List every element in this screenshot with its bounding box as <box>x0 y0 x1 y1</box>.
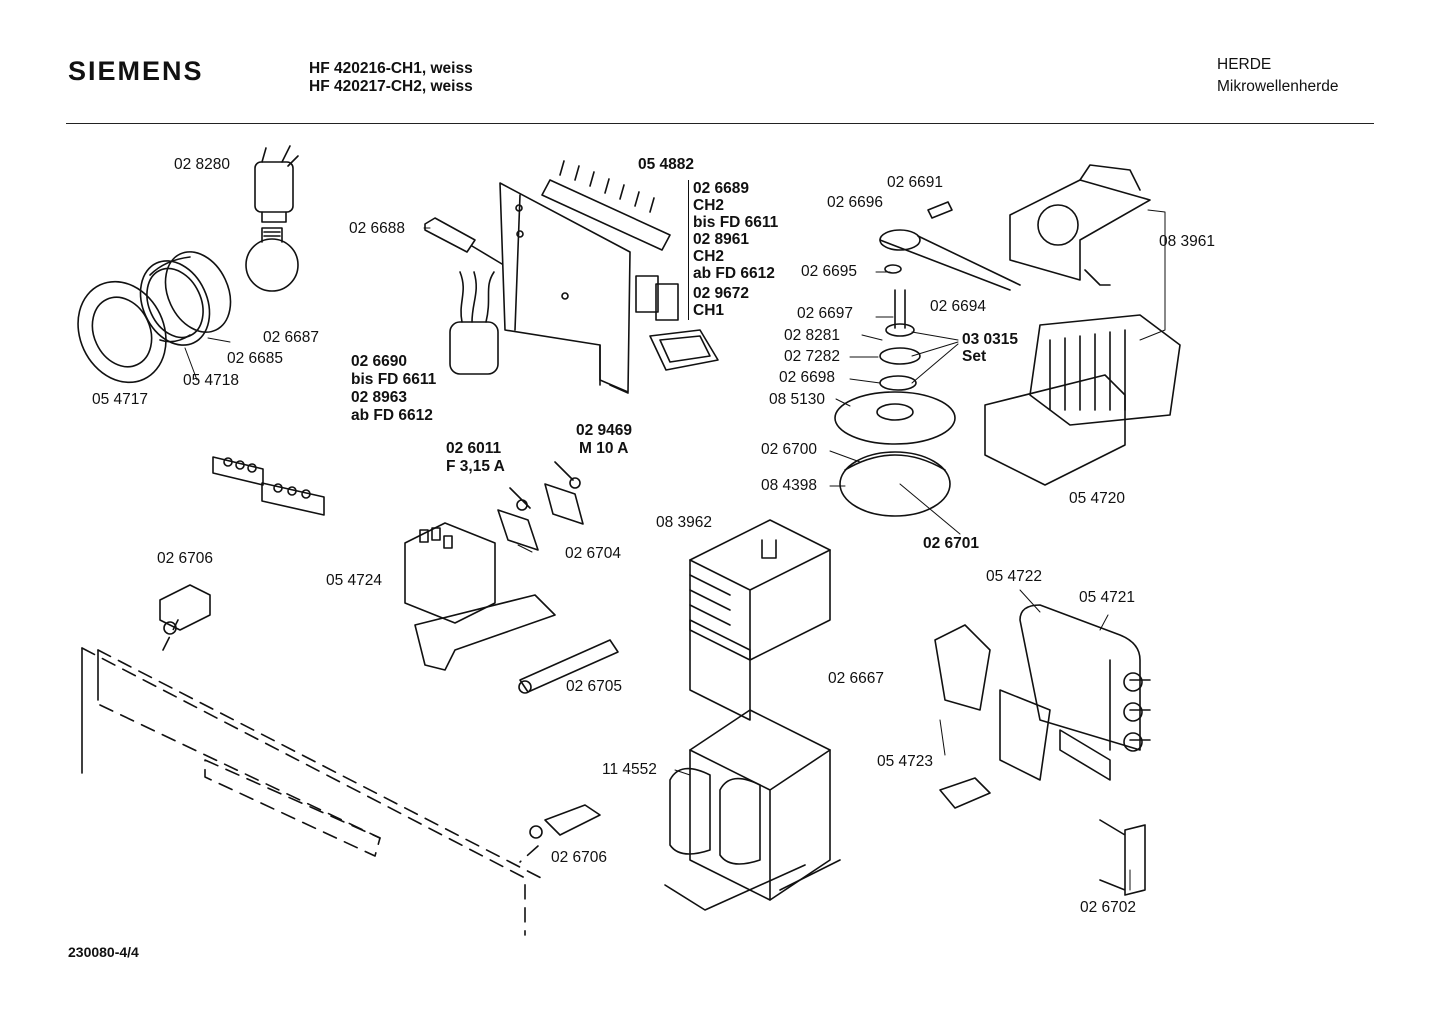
control-bracket-drawing <box>499 182 631 394</box>
variant-label: ab FD 6612 <box>351 407 433 424</box>
resistor-drawing <box>518 639 619 694</box>
part-label: 02 8961 <box>693 231 750 248</box>
lamp-lens-drawing <box>77 251 232 384</box>
drawing-code: 230080-4/4 <box>68 944 139 960</box>
part-label: 08 4398 <box>761 477 818 494</box>
hv-capacitor-drawing <box>999 604 1151 781</box>
part-label: 11 4552 <box>602 761 657 778</box>
part-label: 02 8280 <box>174 156 231 173</box>
part-label: 02 6704 <box>565 545 622 562</box>
part-label: 02 6687 <box>263 329 320 346</box>
part-label: 02 6688 <box>349 220 406 237</box>
fuse-holder-drawing <box>497 461 584 551</box>
suppressor-drawing <box>424 217 503 265</box>
part-label: 08 3962 <box>656 514 713 531</box>
variant-label: M 10 A <box>579 440 629 457</box>
part-label: 05 4720 <box>1069 490 1126 507</box>
variant-label: CH1 <box>693 302 725 319</box>
part-label: 05 4717 <box>92 391 149 408</box>
terminal-strip-drawing <box>212 456 325 516</box>
part-label: 02 6696 <box>827 194 884 211</box>
part-label: 02 6698 <box>779 369 836 386</box>
switch-assembly-drawing <box>404 522 556 671</box>
variant-label: F 3,15 A <box>446 458 505 475</box>
part-label: 08 5130 <box>769 391 826 408</box>
relay-drawing <box>635 275 719 371</box>
bracket-line <box>688 180 689 320</box>
part-label: 02 6685 <box>227 350 284 367</box>
part-label: 02 6706 <box>157 550 214 567</box>
variant-label: bis FD 6611 <box>351 371 437 388</box>
terminal-block-drawing <box>541 160 671 251</box>
model-line-1: HF 420216-CH1, weiss <box>309 60 473 77</box>
transformer-drawing <box>664 709 841 911</box>
brand-logo: SIEMENS <box>68 56 204 86</box>
drive-motor-drawing <box>1009 164 1151 286</box>
capacitor-drawing <box>449 271 499 375</box>
part-label: 02 9469 <box>576 422 633 439</box>
magnetron-drawing <box>689 519 831 721</box>
door-frame-drawing <box>81 619 546 936</box>
model-line-2: HF 420217-CH2, weiss <box>309 78 473 95</box>
leader-lines <box>184 209 1166 891</box>
part-label: 02 6695 <box>801 263 858 280</box>
door-switch-top-drawing <box>159 584 211 635</box>
part-label: 02 6700 <box>761 441 818 458</box>
variant-label: bis FD 6611 <box>693 214 779 231</box>
part-label: 02 8281 <box>784 327 841 344</box>
variant-label: Set <box>962 348 987 365</box>
part-label: 02 6706 <box>551 849 608 866</box>
variant-label: CH2 <box>693 197 725 214</box>
hv-diode-drawing <box>934 624 991 809</box>
part-label: 05 4722 <box>986 568 1043 585</box>
part-label: 02 6691 <box>887 174 944 191</box>
door-switch-bottom-drawing <box>529 804 601 839</box>
part-label: 02 6705 <box>566 678 623 695</box>
sensor-drawing <box>1099 819 1146 896</box>
part-label: 03 0315 <box>962 331 1019 348</box>
lamp-bulb-drawing <box>245 227 299 292</box>
door-frame-edge <box>81 647 99 774</box>
part-label: 02 6690 <box>351 353 408 370</box>
turntable-drive-drawing <box>834 289 956 445</box>
category-title: HERDE <box>1217 56 1272 73</box>
turntable-ring-drawing <box>839 451 951 517</box>
part-label: 02 6694 <box>930 298 987 315</box>
belt-drive-drawing <box>879 201 1021 291</box>
part-label: 05 4724 <box>326 572 383 589</box>
header-divider <box>66 123 1374 124</box>
variant-label: CH2 <box>693 248 725 265</box>
part-label: 02 6667 <box>828 670 885 687</box>
part-label: 02 6702 <box>1080 899 1137 916</box>
part-label: 02 7282 <box>784 348 841 365</box>
variant-label: ab FD 6612 <box>693 265 775 282</box>
fan-housing-drawing <box>984 314 1181 486</box>
lamp-socket-drawing <box>254 145 299 223</box>
part-label: 02 6697 <box>797 305 854 322</box>
part-label: 02 6011 <box>446 440 502 457</box>
subcategory-title: Mikrowellenherde <box>1217 78 1339 95</box>
part-label: 02 8963 <box>351 389 408 406</box>
part-label: 08 3961 <box>1159 233 1216 250</box>
part-label: 02 9672 <box>693 285 750 302</box>
part-label: 02 6701 <box>923 535 980 552</box>
part-label: 05 4721 <box>1079 589 1136 606</box>
part-label: 05 4882 <box>638 156 695 173</box>
part-label: 05 4718 <box>183 372 240 389</box>
part-label: 05 4723 <box>877 753 934 770</box>
part-label: 02 6689 <box>693 180 750 197</box>
